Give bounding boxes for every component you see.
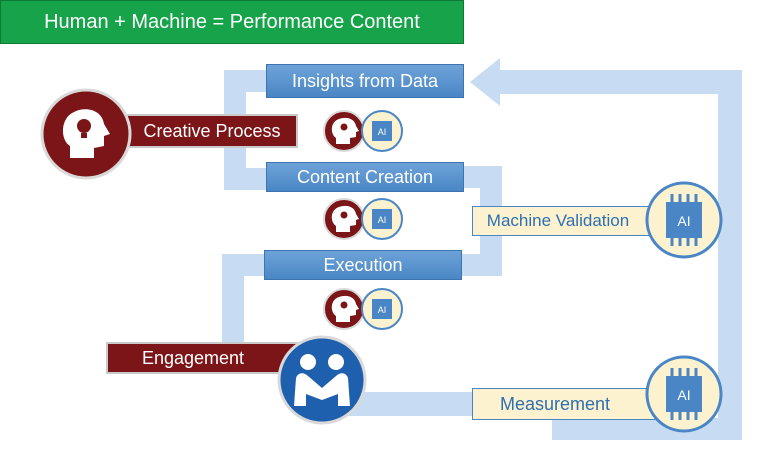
connector-return-top — [500, 70, 742, 94]
svg-text:AI: AI — [677, 387, 690, 403]
machine-validation-text: Machine Validation — [486, 211, 630, 230]
connector-execution-right — [462, 254, 502, 276]
human-ai-pair-2: AI — [323, 198, 403, 240]
title-banner: Human + Machine = Performance Content — [0, 0, 464, 44]
engagement-label: Engagement — [106, 342, 302, 374]
return-arrow-head — [470, 58, 500, 106]
machine-validation-label: Machine Validation — [472, 206, 664, 236]
human-ai-pair-3: AI — [323, 288, 403, 330]
step-content-creation: Content Creation — [266, 162, 464, 192]
svg-text:AI: AI — [378, 215, 387, 225]
step-insights: Insights from Data — [266, 64, 464, 98]
engagement-text: Engagement — [141, 347, 245, 368]
svg-text:AI: AI — [378, 305, 387, 315]
ai-text: AI — [677, 213, 690, 229]
human-ai-pair-1: AI — [323, 110, 403, 152]
measurement-label: Measurement — [472, 388, 664, 420]
ai-chip-icon: AI — [645, 181, 723, 259]
head-lightbulb-icon — [40, 88, 132, 180]
step-content-creation-label: Content Creation — [296, 166, 434, 187]
ai-chip-text: AI — [378, 127, 387, 137]
measurement-text: Measurement — [499, 393, 611, 414]
step-insights-label: Insights from Data — [291, 70, 439, 91]
connector-return-vertical — [718, 84, 742, 440]
step-execution: Execution — [264, 250, 462, 280]
ai-chip-icon-2: AI — [645, 355, 723, 433]
connector-content-left — [224, 168, 266, 190]
handshake-icon — [277, 335, 367, 425]
step-execution-label: Execution — [323, 254, 403, 275]
title-text: Human + Machine = Performance Content — [44, 10, 420, 33]
creative-process-label: Creative Process — [112, 114, 298, 148]
creative-process-text: Creative Process — [143, 120, 281, 141]
connector-engagement-vertical — [222, 254, 244, 354]
